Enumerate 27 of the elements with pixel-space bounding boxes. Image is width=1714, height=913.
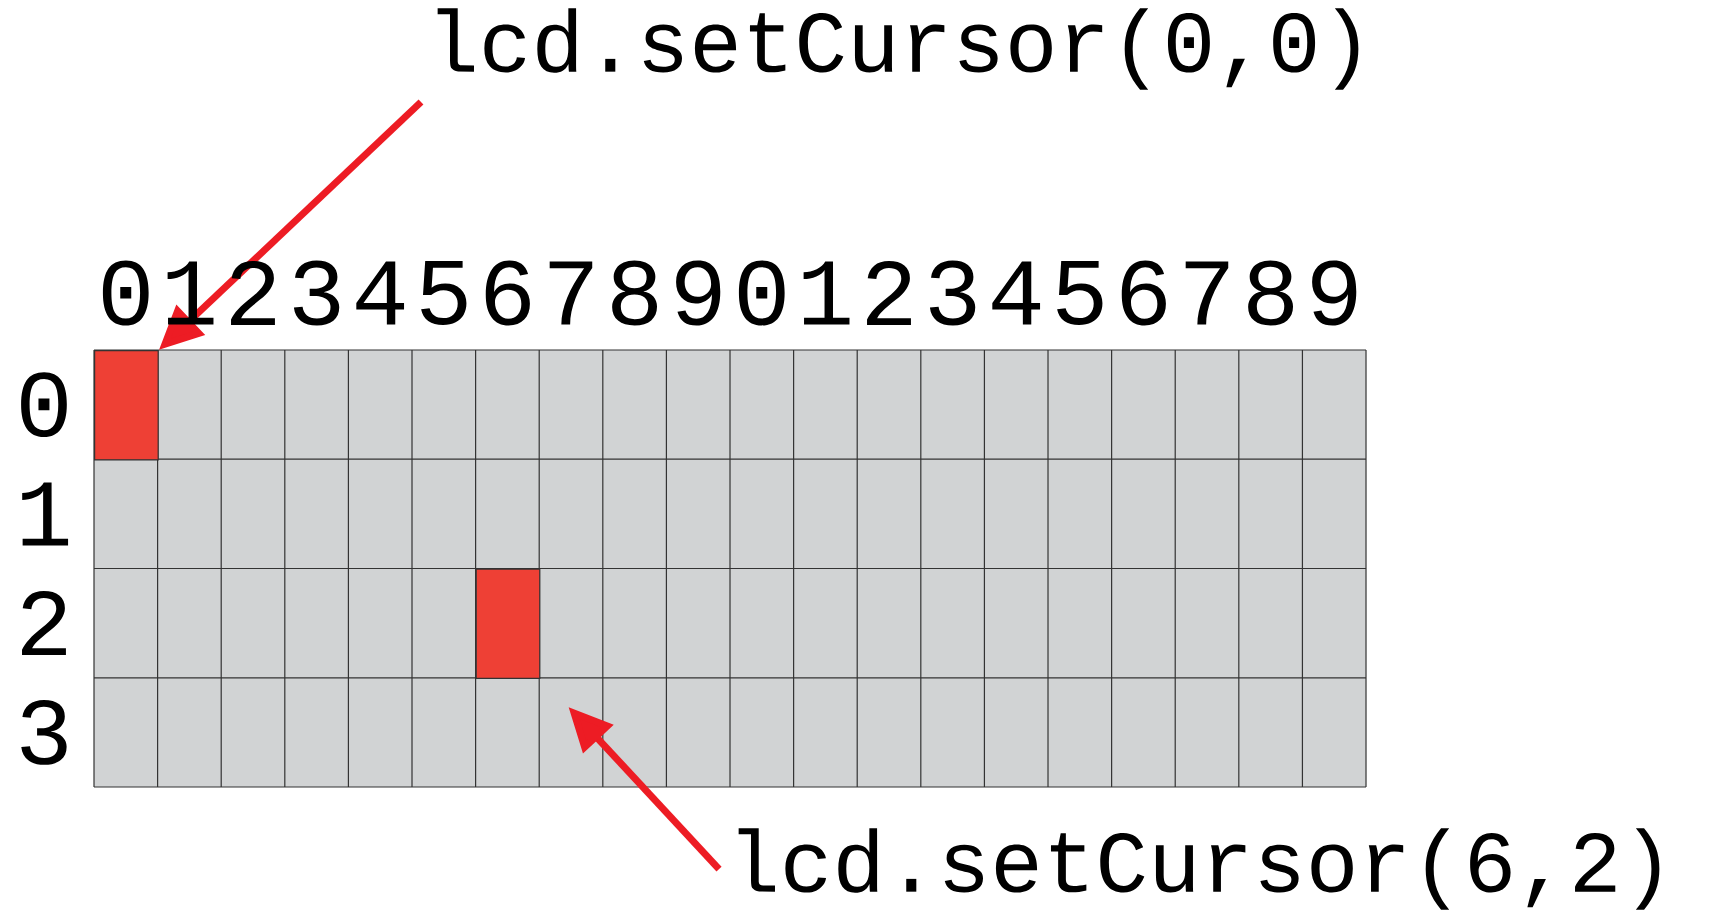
row-number: 2	[22, 591, 66, 656]
code-label: lcd.setCursor(6,2)	[738, 828, 1660, 910]
column-number: 9	[1312, 260, 1357, 326]
column-number: 0	[738, 260, 785, 326]
column-number: 9	[676, 260, 721, 326]
column-number: 8	[612, 260, 657, 326]
column-number: 5	[1057, 261, 1103, 325]
column-number: 1	[803, 261, 850, 325]
column-number: 4	[992, 261, 1041, 325]
column-number: 5	[421, 261, 467, 325]
column-number: 3	[293, 260, 340, 326]
highlighted-cell	[475, 568, 541, 679]
column-number: 4	[356, 261, 405, 325]
column-number: 0	[102, 260, 149, 326]
column-number: 6	[1121, 260, 1166, 326]
row-number: 3	[21, 699, 67, 765]
column-number: 2	[231, 261, 275, 325]
column-number: 3	[929, 260, 976, 326]
column-number: 7	[549, 261, 593, 325]
column-number: 8	[1248, 260, 1293, 326]
row-number: 1	[22, 482, 69, 546]
column-number: 1	[167, 261, 214, 325]
column-number: 6	[485, 260, 530, 326]
code-label: lcd.setCursor(0,0)	[437, 8, 1359, 90]
highlighted-cell	[94, 350, 159, 461]
column-number: 2	[867, 261, 911, 325]
column-number: 7	[1185, 261, 1229, 325]
